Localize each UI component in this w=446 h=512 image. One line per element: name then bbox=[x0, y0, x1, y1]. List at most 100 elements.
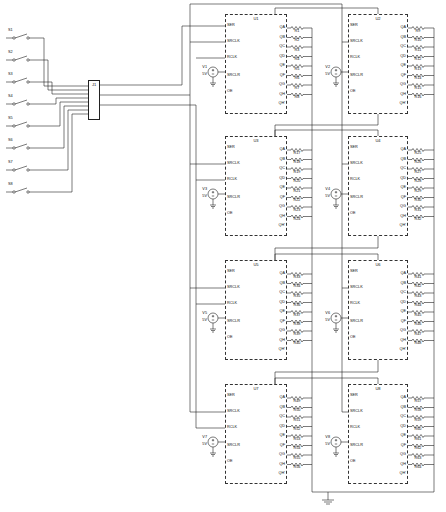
resistor-name: R47 bbox=[415, 333, 422, 337]
clock-bus bbox=[190, 4, 342, 412]
polarity-mark bbox=[212, 69, 214, 74]
part-name: U3 bbox=[226, 137, 286, 143]
resistor-name: R27 bbox=[415, 171, 422, 175]
pin-name: QH' bbox=[279, 348, 285, 352]
shift-register-chip: U3 bbox=[225, 136, 287, 236]
shift-register-chip: U1 bbox=[225, 14, 287, 114]
resistor-name: R58 bbox=[415, 409, 422, 413]
pin-name: QE bbox=[280, 310, 286, 314]
source-lead bbox=[218, 318, 225, 319]
switch-lead bbox=[6, 104, 13, 105]
pin-name: QF bbox=[280, 196, 285, 200]
resistor-name: R13 bbox=[415, 68, 422, 72]
pin-name: SRCLR bbox=[350, 320, 363, 324]
source-value: 5V bbox=[325, 195, 330, 199]
pin-name: QB bbox=[280, 36, 286, 40]
pin-name: SRCLK bbox=[227, 162, 240, 166]
voltage-source bbox=[331, 67, 341, 77]
resistor-name: R26 bbox=[415, 161, 422, 165]
switch-wire bbox=[29, 60, 88, 90]
resistor-name: R61 bbox=[415, 438, 422, 442]
pin-name: QD bbox=[400, 55, 406, 59]
resistor-name: R41 bbox=[415, 276, 422, 280]
pin-name: QD bbox=[279, 425, 285, 429]
resistor-name: R48 bbox=[415, 342, 422, 346]
pin-name: QH' bbox=[400, 348, 406, 352]
pin-name: QG bbox=[400, 205, 406, 209]
source-name: V6 bbox=[325, 312, 330, 316]
shift-register-chip: U4 bbox=[348, 136, 408, 236]
pin-name: QD bbox=[400, 301, 406, 305]
pin-name: QH bbox=[400, 339, 406, 343]
resistor-name: R38 bbox=[294, 323, 301, 327]
source-value: 5V bbox=[202, 195, 207, 199]
pin-name: QE bbox=[280, 434, 286, 438]
switch-terminal bbox=[27, 191, 29, 193]
switch-terminal bbox=[13, 59, 15, 61]
resistor-name: R56 bbox=[294, 466, 301, 470]
pin-name: QD bbox=[400, 425, 406, 429]
pin-name: SER bbox=[227, 394, 235, 398]
signal-wire bbox=[275, 236, 378, 260]
pin-name: QD bbox=[279, 55, 285, 59]
pin-name: RCLK bbox=[350, 426, 360, 430]
pin-name: QA bbox=[280, 26, 286, 30]
switch-terminal bbox=[13, 37, 15, 39]
pin-name: QH' bbox=[400, 102, 406, 106]
pin-name: SER bbox=[227, 146, 235, 150]
resistor-name: R31 bbox=[415, 209, 422, 213]
resistor-name: R39 bbox=[294, 333, 301, 337]
pin-name: QE bbox=[280, 64, 286, 68]
pin-name: RCLK bbox=[350, 178, 360, 182]
pin-name: QC bbox=[279, 167, 285, 171]
ground-bus bbox=[312, 28, 434, 492]
switch-lever bbox=[15, 166, 27, 170]
pin-name: SER bbox=[350, 270, 358, 274]
voltage-source bbox=[208, 189, 218, 199]
switch-lever bbox=[15, 56, 27, 60]
pin-name: QG bbox=[279, 453, 285, 457]
pin-name: QA bbox=[280, 396, 286, 400]
resistor-name: R16 bbox=[415, 96, 422, 100]
pin-name: SRCLK bbox=[227, 286, 240, 290]
pin-name: SER bbox=[350, 394, 358, 398]
part-name: U2 bbox=[349, 15, 407, 21]
switch-terminal bbox=[13, 81, 15, 83]
source-name: V1 bbox=[202, 66, 207, 70]
switch-lead bbox=[6, 126, 13, 127]
switch-wire bbox=[29, 106, 88, 148]
resistor-name: R40 bbox=[294, 342, 301, 346]
resistor-name: R17 bbox=[294, 152, 301, 156]
polarity-mark bbox=[335, 315, 337, 320]
switch-lever bbox=[15, 122, 27, 126]
source-lead bbox=[218, 194, 225, 195]
pin-name: SER bbox=[350, 24, 358, 28]
switch-lead bbox=[6, 192, 13, 193]
clock-branch bbox=[190, 288, 225, 289]
latch-branch bbox=[196, 58, 225, 59]
switch-name: S6 bbox=[8, 139, 13, 143]
resistor-name: R18 bbox=[294, 161, 301, 165]
switch-name: S8 bbox=[8, 183, 13, 187]
resistor-name: R59 bbox=[415, 419, 422, 423]
resistor-name: R53 bbox=[294, 438, 301, 442]
switch-name: S1 bbox=[8, 29, 13, 33]
resistor-name: R6 bbox=[295, 77, 300, 81]
source-value: 5V bbox=[202, 73, 207, 77]
resistor-name: R23 bbox=[294, 209, 301, 213]
pin-name: QC bbox=[400, 415, 406, 419]
part-name: U7 bbox=[226, 385, 286, 391]
pin-name: QF bbox=[401, 444, 406, 448]
pin-name: QH' bbox=[279, 102, 285, 106]
pin-name: SRCLR bbox=[227, 196, 240, 200]
pin-name: QB bbox=[401, 282, 407, 286]
ground-symbol bbox=[333, 323, 339, 332]
resistor-name: R36 bbox=[294, 304, 301, 308]
pin-name: QG bbox=[279, 83, 285, 87]
voltage-source bbox=[208, 437, 218, 447]
pin-name: QD bbox=[279, 301, 285, 305]
source-lead bbox=[341, 442, 348, 443]
resistor-name: R30 bbox=[415, 199, 422, 203]
source-name: V3 bbox=[202, 188, 207, 192]
